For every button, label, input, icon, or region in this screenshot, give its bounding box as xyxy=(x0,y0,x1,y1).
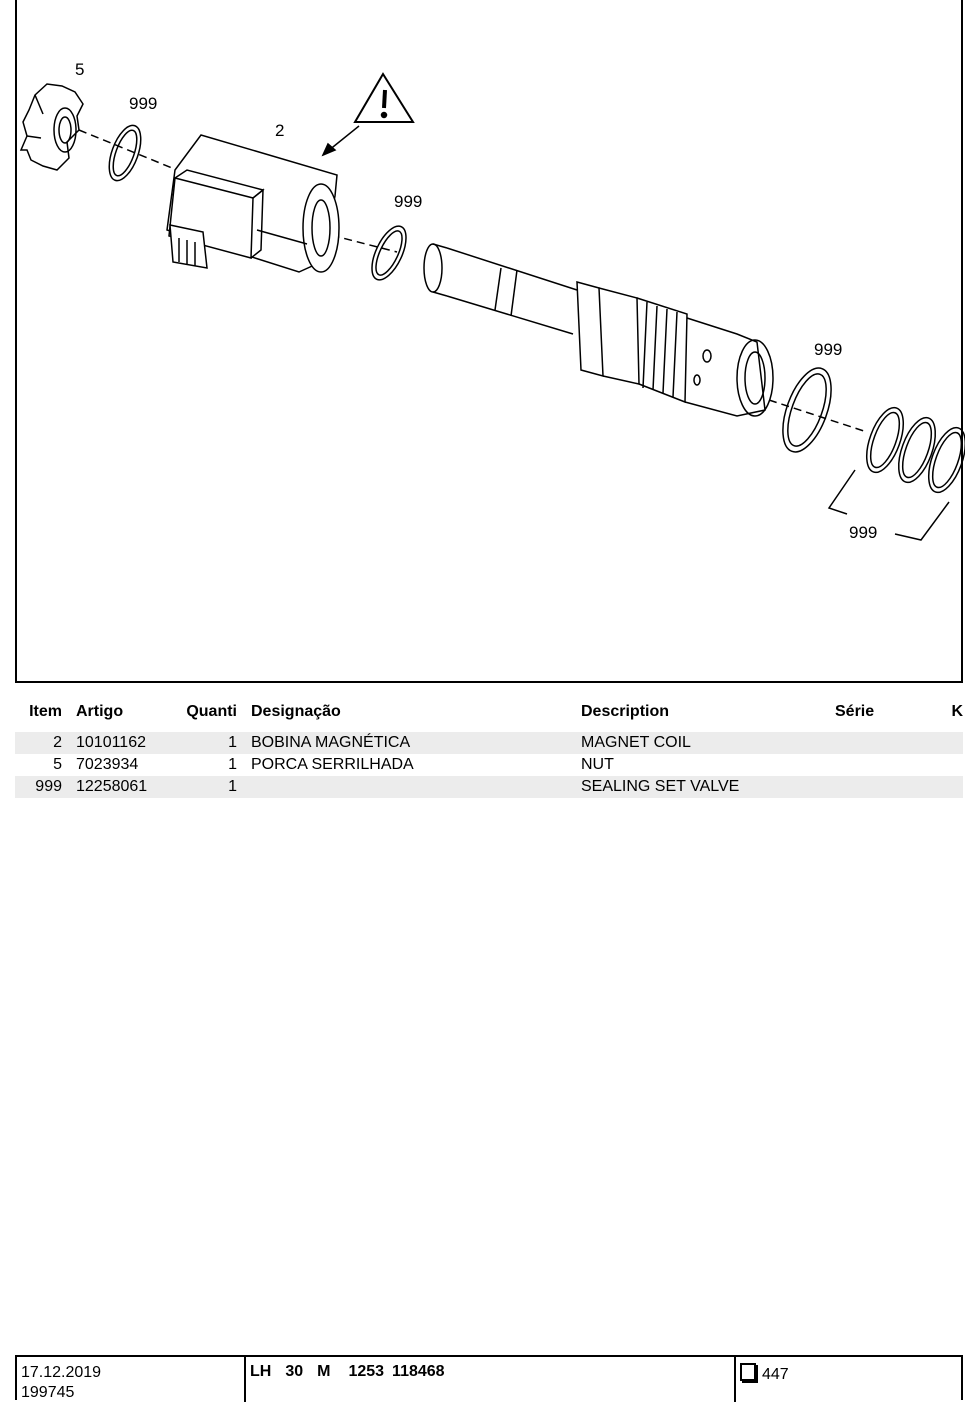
callout-999-d: 999 xyxy=(849,523,878,542)
footer-page-cell: 447 xyxy=(736,1357,963,1402)
table-row: 5 7023934 1 PORCA SERRILHADA NUT xyxy=(15,754,963,776)
footer-code2: 118468 xyxy=(392,1363,445,1380)
magnet-coil xyxy=(166,134,340,273)
row-k xyxy=(935,754,963,776)
row-artigo: 10101162 xyxy=(76,732,176,754)
o-ring-2 xyxy=(371,225,407,281)
header-serie: Série xyxy=(835,703,875,720)
callout-999-b: 999 xyxy=(394,192,423,211)
row-serie xyxy=(835,732,935,754)
footer-doc-number: 199745 xyxy=(21,1384,75,1401)
footer-date: 17.12.2019 xyxy=(21,1364,102,1381)
row-item: 2 xyxy=(15,732,76,754)
table-row: 2 10101162 1 BOBINA MAGNÉTICA MAGNET COI… xyxy=(15,732,963,754)
row-k xyxy=(935,732,963,754)
page-footer: 17.12.2019 199745 LH 30 M 1253 118468 447 xyxy=(15,1355,963,1402)
row-item: 5 xyxy=(53,756,62,773)
row-artigo: 7023934 xyxy=(76,756,139,773)
row-quanti: 1 xyxy=(176,776,251,798)
footer-model-num: 30 xyxy=(285,1363,304,1380)
row-designacao: BOBINA MAGNÉTICA xyxy=(251,732,581,754)
header-designacao: Designação xyxy=(251,703,341,720)
seal-rings xyxy=(865,406,965,494)
header-quanti: Quanti xyxy=(186,703,237,720)
row-item: 999 xyxy=(15,776,76,798)
footer-model-lh: LH xyxy=(250,1363,272,1380)
row-artigo: 12258061 xyxy=(76,776,176,798)
o-ring-1 xyxy=(108,124,142,182)
row-description: MAGNET COIL xyxy=(581,732,835,754)
header-artigo: Artigo xyxy=(76,703,124,720)
header-item: Item xyxy=(29,703,62,720)
parts-table: Item Artigo Quanti Designação Descriptio… xyxy=(15,700,963,798)
footer-date-cell: 17.12.2019 199745 xyxy=(17,1357,246,1402)
row-quanti: 1 xyxy=(228,756,237,773)
table-row: 999 12258061 1 SEALING SET VALVE xyxy=(15,776,963,798)
callout-2: 2 xyxy=(275,121,285,140)
exploded-view-svg xyxy=(19,72,965,541)
row-quanti: 1 xyxy=(176,732,251,754)
footer-code1: 1253 xyxy=(348,1363,385,1380)
row-k xyxy=(935,776,963,798)
warning-triangle-icon xyxy=(321,72,415,157)
footer-page: 447 xyxy=(762,1366,789,1383)
footer-model-m: M xyxy=(317,1363,331,1380)
callout-999-c: 999 xyxy=(814,340,843,359)
o-ring-3 xyxy=(782,367,832,453)
row-serie xyxy=(835,776,935,798)
row-serie xyxy=(835,754,935,776)
callout-999-a: 999 xyxy=(129,94,158,113)
page-box-icon xyxy=(740,1363,756,1381)
callout-5: 5 xyxy=(75,60,85,79)
table-header-row: Item Artigo Quanti Designação Descriptio… xyxy=(15,700,963,724)
row-designacao xyxy=(251,776,581,798)
header-k: K xyxy=(951,703,963,720)
knurled-nut xyxy=(19,83,84,171)
parts-drawing: 5 999 2 999 999 999 xyxy=(15,0,965,683)
footer-model-cell: LH 30 M 1253 118468 xyxy=(246,1357,736,1402)
row-designacao: PORCA SERRILHADA xyxy=(251,756,414,773)
row-description: SEALING SET VALVE xyxy=(581,776,835,798)
row-description: NUT xyxy=(581,756,614,773)
valve-cartridge xyxy=(423,243,774,417)
header-description: Description xyxy=(581,703,670,720)
